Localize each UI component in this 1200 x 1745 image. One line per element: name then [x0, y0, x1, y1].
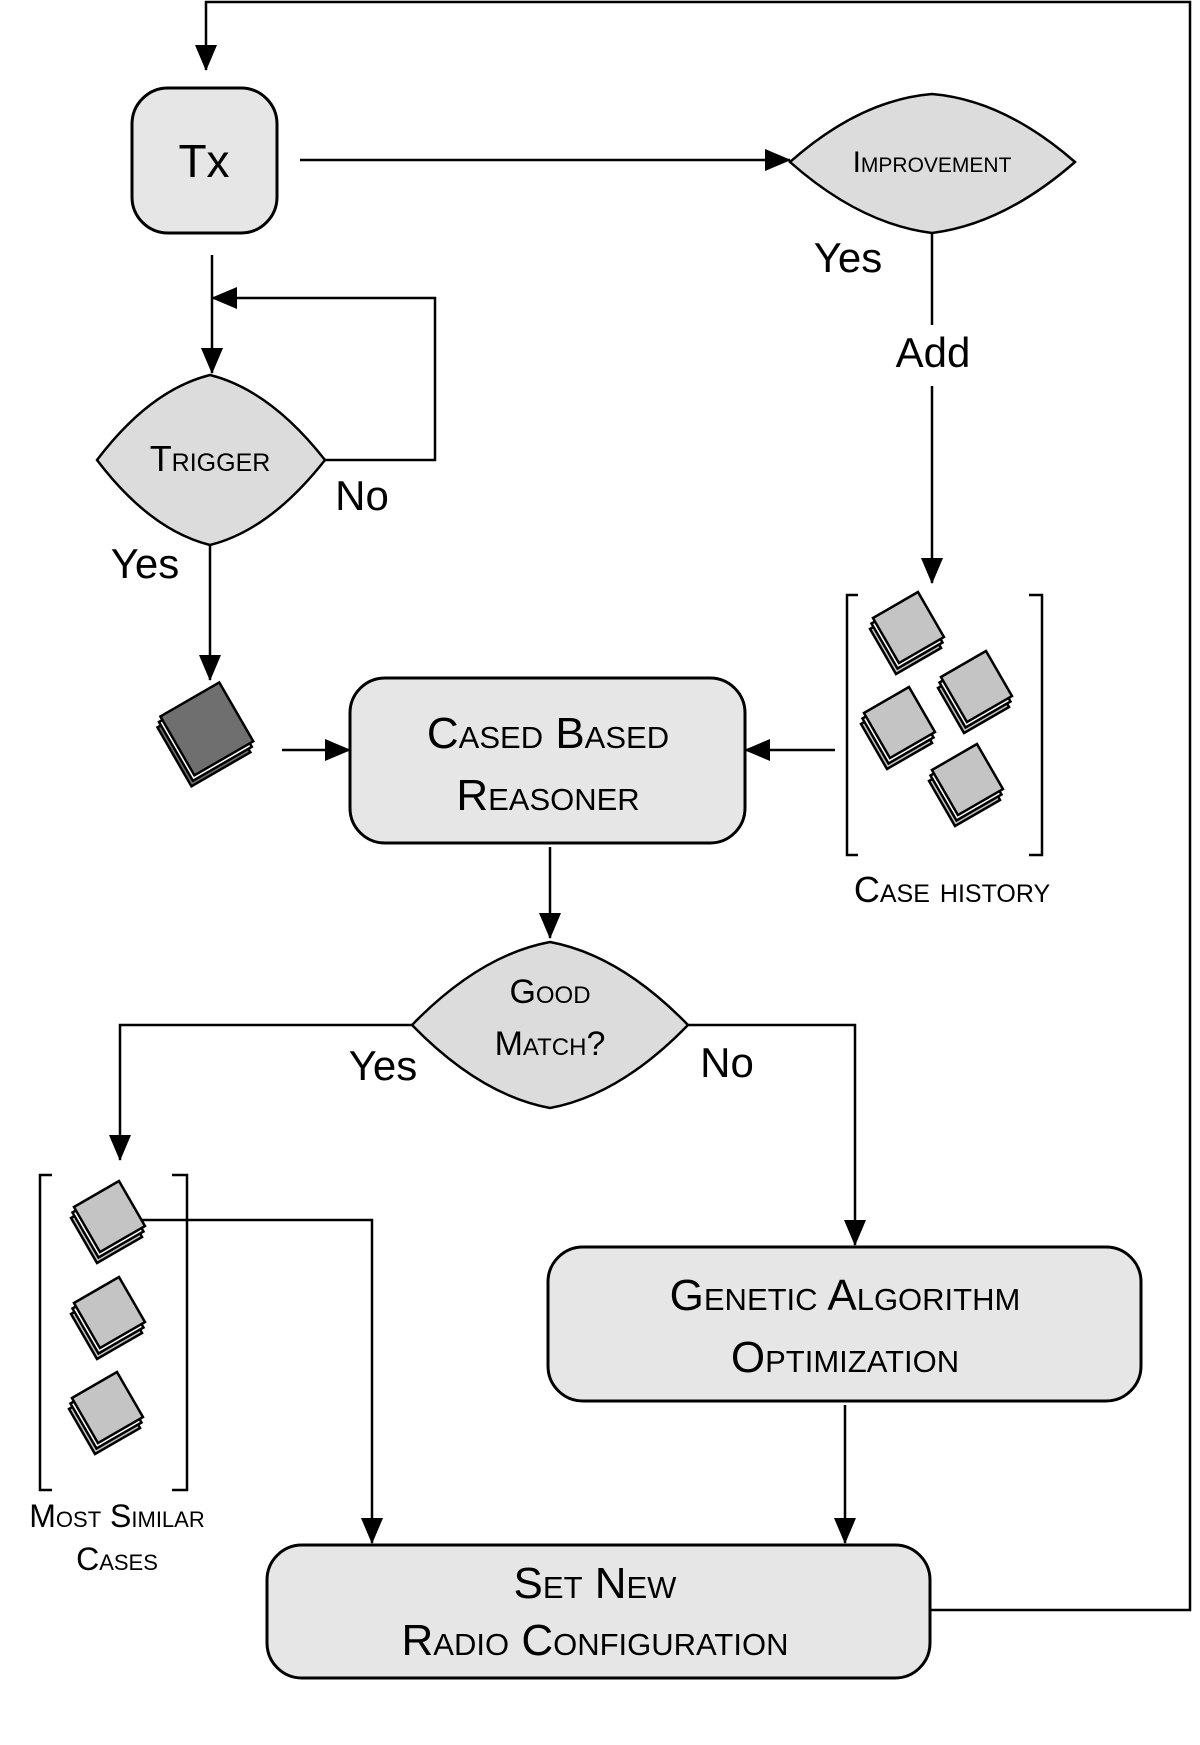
good-match-label-line1: Good [509, 973, 590, 1011]
most-similar-label-line1: Most Similar [29, 1498, 204, 1534]
tx-label: Tx [178, 135, 229, 187]
good-match-label-line2: Match? [495, 1025, 606, 1063]
match-yes-connector [109, 1023, 412, 1161]
trigger-no-loop [211, 287, 437, 462]
similar-case-icon [69, 1179, 147, 1265]
good-match-decision: Good Match? [410, 940, 690, 1110]
tx-node: Tx [130, 86, 279, 235]
most-similar-store [38, 1173, 189, 1492]
history-case-icon [859, 685, 937, 771]
trigger-yes-label: Yes [111, 540, 180, 587]
similar-case-icon [67, 1370, 145, 1456]
most-similar-label-line2: Cases [76, 1541, 158, 1577]
cbr-label-line1: Cased Based [427, 709, 669, 758]
trigger-label: Trigger [150, 438, 271, 479]
history-case-icon [927, 742, 1005, 828]
match-no-connector [686, 1023, 866, 1246]
set-label-line1: Set New [514, 1559, 678, 1608]
ga-label-line2: Optimization [731, 1333, 959, 1382]
set-label-line2: Radio Configuration [402, 1616, 789, 1665]
improvement-decision: Improvement [788, 92, 1077, 235]
case-history-store [845, 590, 1044, 857]
match-yes-label: Yes [349, 1042, 418, 1089]
improvement-yes-label: Yes [814, 234, 883, 281]
history-case-icon [936, 649, 1014, 735]
set-config-node: Set New Radio Configuration [265, 1543, 932, 1680]
match-no-label: No [700, 1039, 754, 1086]
trigger-decision: Trigger [95, 373, 327, 547]
case-history-label: Case history [854, 869, 1051, 910]
trigger-no-label: No [335, 472, 389, 519]
ga-label-line1: Genetic Algorithm [670, 1271, 1021, 1320]
history-case-icon [868, 590, 946, 676]
ga-node: Genetic Algorithm Optimization [546, 1245, 1143, 1403]
feedback-connector [195, 0, 1192, 1612]
similar-to-set-connector [130, 1218, 383, 1544]
improvement-label: Improvement [853, 146, 1012, 179]
current-case-icon [155, 680, 255, 788]
cbr-label-line2: Reasoner [456, 771, 639, 820]
similar-case-icon [69, 1275, 147, 1361]
add-label: Add [896, 329, 971, 376]
cbr-node: Cased Based Reasoner [348, 676, 747, 845]
